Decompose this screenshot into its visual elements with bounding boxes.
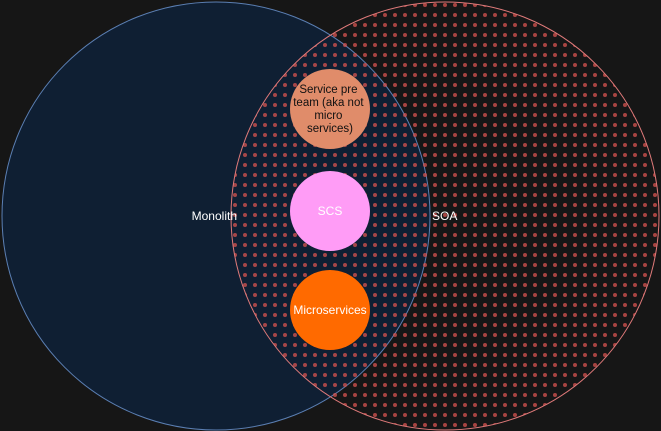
microservices-label: Microservices [293, 303, 366, 317]
microservices-circle [290, 270, 370, 350]
microservices-node: Microservices [290, 270, 370, 350]
service-per-team-line-4: services) [307, 123, 353, 135]
soa-label: SOA [432, 209, 457, 223]
service-per-team-node: Service pre team (aka not micro services… [290, 69, 370, 149]
monolith-label: Monolith [192, 209, 237, 223]
service-per-team-label: Service pre team (aka not micro services… [293, 84, 367, 135]
scs-node: SCS [290, 171, 370, 251]
scs-circle [290, 171, 370, 251]
scs-label: SCS [318, 204, 343, 218]
service-per-team-circle [290, 69, 370, 149]
service-per-team-line-3: micro [314, 110, 342, 122]
service-per-team-line-2: team (aka not [293, 97, 364, 109]
service-per-team-line-1: Service pre [299, 84, 357, 96]
